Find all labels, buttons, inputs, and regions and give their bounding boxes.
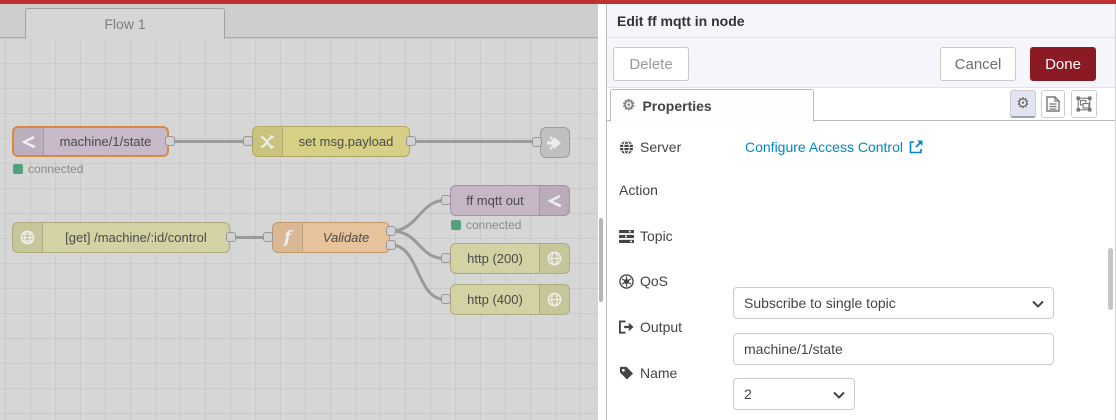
tasks-icon xyxy=(619,229,634,243)
node-mqtt-out[interactable]: ff mqtt out xyxy=(450,185,570,216)
canvas-scrollbar[interactable] xyxy=(599,218,603,302)
description-view-button[interactable] xyxy=(1041,90,1065,118)
globe-icon xyxy=(539,285,569,314)
gear-icon: ⚙ xyxy=(1016,95,1030,112)
node-label: http (200) xyxy=(467,251,523,266)
port-linkout-in[interactable] xyxy=(532,137,542,147)
configure-access-control-link[interactable]: Configure Access Control xyxy=(745,139,923,155)
edit-tray: Edit ff mqtt in node Delete Cancel Done … xyxy=(606,4,1116,420)
field-row-server: Server Configure Access Control xyxy=(619,133,923,161)
port-function-out1[interactable] xyxy=(386,226,396,236)
gear-icon: ⚙ xyxy=(622,97,636,114)
server-label: Server xyxy=(619,139,733,155)
node-label: set msg.payload xyxy=(298,134,394,149)
node-label: Validate xyxy=(322,230,370,245)
shuffle-icon xyxy=(253,127,283,156)
status-dot-green xyxy=(451,220,461,230)
port-mqttout-in[interactable] xyxy=(441,195,451,205)
tab-flow-1[interactable]: Flow 1 xyxy=(25,8,225,39)
field-row-action: Action xyxy=(619,176,733,204)
tray-scrollbar[interactable] xyxy=(1108,248,1113,310)
action-select[interactable]: Subscribe to single topic xyxy=(733,287,1054,319)
status-text: connected xyxy=(28,162,84,176)
output-label: Output xyxy=(619,319,733,335)
qos-label: QoS xyxy=(619,273,733,289)
properties-tab-label: Properties xyxy=(642,97,712,114)
chevron-down-icon xyxy=(833,391,845,399)
mqtt-in-status: connected xyxy=(13,162,83,176)
link-out-icon xyxy=(541,128,569,157)
properties-form: Server Configure Access Control Action S… xyxy=(607,121,1116,420)
top-accent-bar xyxy=(0,0,1116,4)
field-row-qos: QoS xyxy=(619,267,733,295)
qos-select[interactable]: 2 xyxy=(733,378,855,410)
document-icon xyxy=(1046,96,1060,112)
node-label: ff mqtt out xyxy=(466,193,524,208)
name-label: Name xyxy=(619,365,733,381)
port-change-out[interactable] xyxy=(406,136,416,146)
topic-input-wrap xyxy=(733,333,1054,365)
node-label: machine/1/state xyxy=(59,134,152,149)
delete-button[interactable]: Delete xyxy=(613,47,689,81)
object-group-icon xyxy=(1076,96,1092,112)
tray-toolbar: Delete Cancel Done xyxy=(607,38,1116,88)
qos-icon xyxy=(619,273,634,289)
field-row-topic: Topic xyxy=(619,222,733,250)
chevron-down-icon xyxy=(1032,300,1044,308)
tab-properties[interactable]: ⚙ Properties xyxy=(610,89,814,122)
function-icon: f xyxy=(273,223,303,252)
appearance-view-button[interactable] xyxy=(1071,90,1097,118)
topic-input[interactable] xyxy=(744,341,1043,357)
wire-function-mqttout xyxy=(390,198,446,233)
node-link-out[interactable] xyxy=(540,127,570,158)
node-function[interactable]: f Validate xyxy=(272,222,390,253)
topic-label: Topic xyxy=(619,228,733,244)
wire-function-http400 xyxy=(390,243,446,301)
field-row-output: Output xyxy=(619,313,733,341)
status-dot-green xyxy=(13,164,23,174)
wires-layer xyxy=(170,140,533,301)
globe-icon xyxy=(13,223,43,252)
tag-icon xyxy=(619,366,634,380)
status-text: connected xyxy=(466,218,522,232)
tray-tab-row: ⚙ Properties ⚙ xyxy=(607,88,1116,122)
mqtt-icon xyxy=(14,128,44,155)
port-http200-in[interactable] xyxy=(441,253,451,263)
globe-icon xyxy=(619,139,634,155)
flow-canvas[interactable]: Flow 1 machine/1/state connected xyxy=(0,4,598,420)
mqtt-out-status: connected xyxy=(451,218,521,232)
wire-function-http200 xyxy=(390,229,446,260)
external-link-icon xyxy=(909,140,923,154)
port-httpin-out[interactable] xyxy=(226,232,236,242)
mqtt-icon xyxy=(539,186,569,215)
node-label: [get] /machine/:id/control xyxy=(65,230,207,245)
field-row-name: Name xyxy=(619,359,733,387)
port-function-in[interactable] xyxy=(263,232,273,242)
tray-title: Edit ff mqtt in node xyxy=(607,4,1116,38)
node-change[interactable]: set msg.payload xyxy=(252,126,410,157)
port-change-in[interactable] xyxy=(243,136,253,146)
node-mqtt-in[interactable]: machine/1/state xyxy=(12,126,169,157)
port-function-out2[interactable] xyxy=(386,240,396,250)
cancel-button[interactable]: Cancel xyxy=(940,47,1016,81)
node-label: http (400) xyxy=(467,292,523,307)
sign-out-icon xyxy=(619,320,634,334)
action-label: Action xyxy=(619,182,658,198)
node-http-in[interactable]: [get] /machine/:id/control xyxy=(12,222,230,253)
flow-tab-label: Flow 1 xyxy=(104,16,146,32)
port-mqttin-out[interactable] xyxy=(165,136,175,146)
port-http400-in[interactable] xyxy=(441,294,451,304)
node-http-response-200[interactable]: http (200) xyxy=(450,243,570,274)
properties-view-button[interactable]: ⚙ xyxy=(1010,90,1036,118)
globe-icon xyxy=(539,244,569,273)
done-button[interactable]: Done xyxy=(1030,47,1096,81)
